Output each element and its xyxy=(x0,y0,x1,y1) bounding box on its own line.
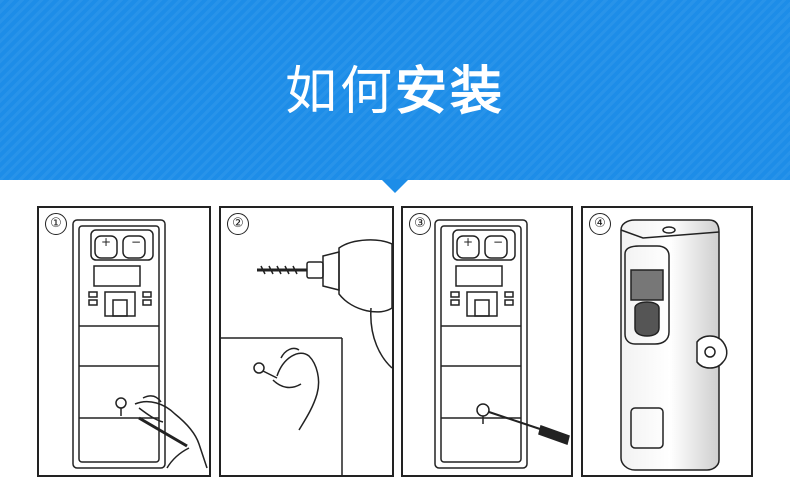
svg-text:+: + xyxy=(463,235,473,249)
banner-pointer xyxy=(381,179,409,193)
header-banner: 如何安装 xyxy=(0,0,790,180)
svg-text:+: + xyxy=(101,235,111,249)
step-panel-4: ④ xyxy=(581,206,753,477)
page-title: 如何安装 xyxy=(0,60,790,124)
step-number-1: ① xyxy=(45,213,67,235)
step-number-2: ② xyxy=(227,213,249,235)
svg-text:−: − xyxy=(131,235,141,249)
title-bold: 安装 xyxy=(395,62,506,122)
step-panel-3: ③ + − xyxy=(401,206,573,477)
step-number-4: ④ xyxy=(589,213,611,235)
drill-and-screw-icon xyxy=(221,239,392,475)
step-panel-2: ② xyxy=(219,206,394,477)
dispenser-assembled-icon xyxy=(620,219,728,471)
dispenser-back-mount-hand-icon: + − xyxy=(72,219,208,469)
step-panel-1: ① + − xyxy=(37,206,211,477)
svg-text:−: − xyxy=(493,235,503,249)
dispenser-screwdriver-icon: + − xyxy=(434,219,570,469)
step-number-3: ③ xyxy=(409,213,431,235)
title-light: 如何 xyxy=(284,62,395,122)
